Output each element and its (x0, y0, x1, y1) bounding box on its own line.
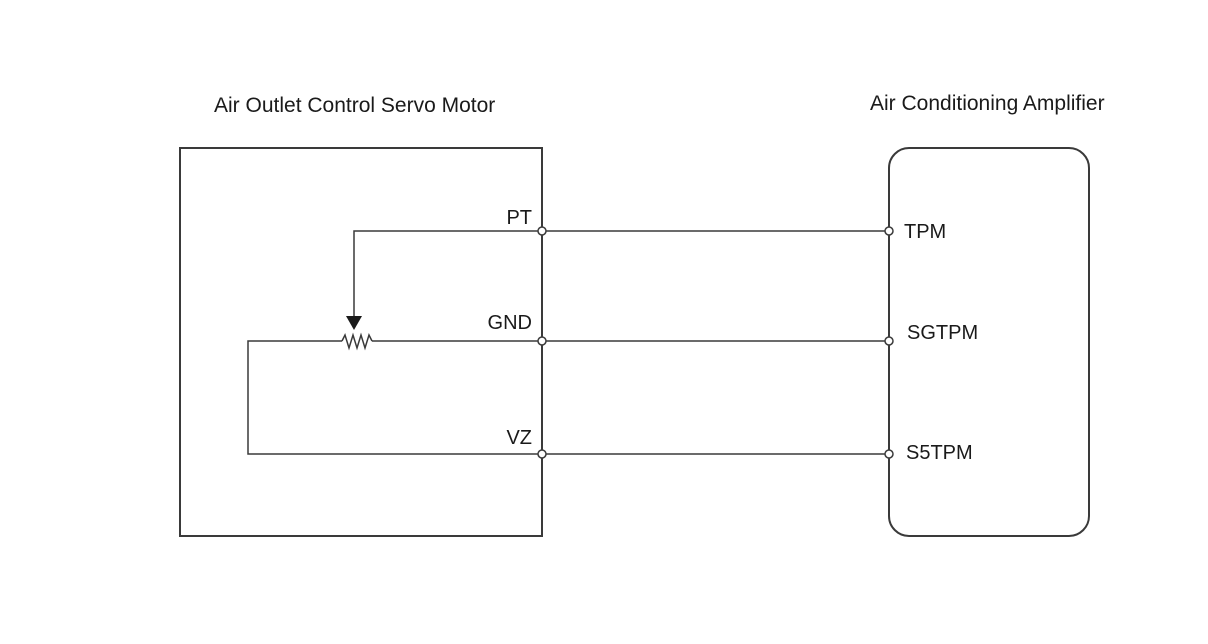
terminal-tpm (884, 226, 894, 236)
pin-label-sgtpm: SGTPM (907, 322, 979, 344)
terminal-vz (537, 449, 547, 459)
servo-motor-box (179, 147, 543, 537)
wiper-lead (353, 230, 542, 316)
terminal-sgtpm (884, 336, 894, 346)
terminal-gnd (537, 336, 547, 346)
pin-label-pt: PT (506, 207, 532, 229)
pin-label-s5tpm: S5TPM (906, 442, 973, 464)
pin-label-tpm: TPM (904, 221, 947, 243)
vz-internal-lead (247, 340, 542, 455)
wiper-arrow-icon (346, 316, 362, 330)
terminal-s5tpm (884, 449, 894, 459)
servo-motor-title: Air Outlet Control Servo Motor (214, 94, 496, 117)
amplifier-title: Air Conditioning Amplifier (870, 92, 1105, 115)
terminal-pt (537, 226, 547, 236)
pin-label-vz: VZ (506, 427, 532, 449)
potentiometer-resistor-icon (341, 332, 373, 351)
pin-label-gnd: GND (487, 312, 532, 334)
